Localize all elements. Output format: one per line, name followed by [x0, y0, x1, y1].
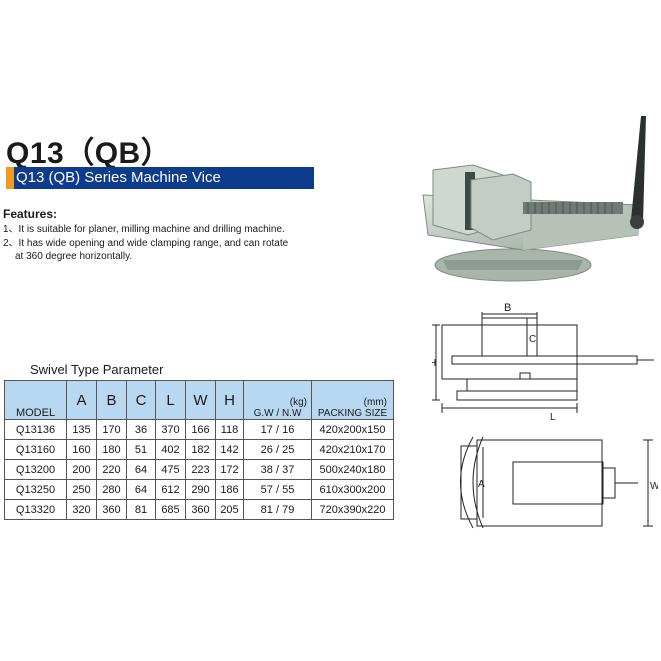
cell-packing: 420x210x170 — [311, 439, 394, 460]
cell-model: Q13250 — [4, 479, 67, 500]
dim-label-a: A — [478, 479, 485, 490]
top-view-drawing: A W — [460, 436, 658, 529]
col-header-l: L — [155, 380, 186, 420]
dim-label-b: B — [504, 302, 511, 314]
cell-a: 200 — [66, 459, 97, 480]
table-row: Q13250 250 280 64 612 290 186 57 / 55 61… — [4, 479, 394, 500]
cell-w: 290 — [185, 479, 216, 500]
col-header-model: MODEL — [4, 380, 67, 420]
cell-a: 160 — [66, 439, 97, 460]
cell-h: 142 — [215, 439, 244, 460]
table-row: Q13160 160 180 51 402 182 142 26 / 25 42… — [4, 439, 394, 460]
cell-c: 81 — [126, 499, 156, 520]
cell-h: 118 — [215, 419, 244, 440]
cell-c: 36 — [126, 419, 156, 440]
weight-unit: (kg) — [289, 397, 307, 408]
parameter-table: MODEL A B C L W H (kg) G.W / N.W (mm) PA… — [4, 380, 394, 520]
cell-l: 612 — [155, 479, 186, 500]
cell-weight: 17 / 16 — [243, 419, 312, 440]
packing-unit: (mm) — [363, 397, 387, 408]
dim-label-c: C — [529, 334, 536, 345]
cell-l: 475 — [155, 459, 186, 480]
cell-c: 64 — [126, 459, 156, 480]
cell-l: 370 — [155, 419, 186, 440]
cell-h: 205 — [215, 499, 244, 520]
feature-item: 1、It is suitable for planer, milling mac… — [3, 224, 285, 235]
col-header-b: B — [96, 380, 127, 420]
cell-model: Q13136 — [4, 419, 67, 440]
cell-weight: 26 / 25 — [243, 439, 312, 460]
cell-b: 180 — [96, 439, 127, 460]
col-header-packing: (mm) PACKING SIZE — [311, 380, 394, 420]
col-header-w: W — [185, 380, 216, 420]
side-view-drawing: B C H L — [432, 302, 654, 423]
cell-a: 135 — [66, 419, 97, 440]
feature-item: at 360 degree horizontally. — [15, 251, 133, 262]
cell-weight: 57 / 55 — [243, 479, 312, 500]
col-header-a: A — [66, 380, 97, 420]
col-header-h: H — [215, 380, 244, 420]
cell-h: 172 — [215, 459, 244, 480]
cell-model: Q13160 — [4, 439, 67, 460]
cell-model: Q13200 — [4, 459, 67, 480]
weight-label: G.W / N.W — [253, 408, 302, 419]
cell-packing: 500x240x180 — [311, 459, 394, 480]
feature-item: 2、It has wide opening and wide clamping … — [3, 237, 289, 249]
table-header-row: MODEL A B C L W H (kg) G.W / N.W (mm) PA… — [4, 380, 394, 420]
features-heading: Features: — [3, 207, 58, 221]
cell-c: 51 — [126, 439, 156, 460]
series-banner: Q13 (QB) Series Machine Vice — [6, 167, 314, 189]
vice-product-photo — [422, 116, 646, 282]
cell-b: 280 — [96, 479, 127, 500]
table-row: Q13320 320 360 81 685 360 205 81 / 79 72… — [4, 499, 394, 520]
packing-label: PACKING SIZE — [317, 408, 388, 419]
cell-packing: 720x390x220 — [311, 499, 394, 520]
cell-weight: 38 / 37 — [243, 459, 312, 480]
cell-b: 170 — [96, 419, 127, 440]
cell-b: 360 — [96, 499, 127, 520]
cell-w: 223 — [185, 459, 216, 480]
cell-packing: 420x200x150 — [311, 419, 394, 440]
cell-w: 166 — [185, 419, 216, 440]
table-caption: Swivel Type Parameter — [30, 362, 164, 377]
col-header-weight: (kg) G.W / N.W — [243, 380, 312, 420]
col-header-c: C — [126, 380, 156, 420]
page-title: Q13（QB） — [6, 137, 172, 170]
features-list: 1、It is suitable for planer, milling mac… — [3, 223, 333, 264]
cell-b: 220 — [96, 459, 127, 480]
cell-a: 250 — [66, 479, 97, 500]
dim-label-w: W — [650, 481, 658, 492]
table-row: Q13200 200 220 64 475 223 172 38 / 37 50… — [4, 459, 394, 480]
cell-h: 186 — [215, 479, 244, 500]
dim-label-h: H — [432, 358, 436, 369]
cell-c: 64 — [126, 479, 156, 500]
cell-l: 402 — [155, 439, 186, 460]
cell-model: Q13320 — [4, 499, 67, 520]
cell-l: 685 — [155, 499, 186, 520]
cell-w: 360 — [185, 499, 216, 520]
cell-packing: 610x300x200 — [311, 479, 394, 500]
cell-a: 320 — [66, 499, 97, 520]
cell-weight: 81 / 79 — [243, 499, 312, 520]
table-row: Q13136 135 170 36 370 166 118 17 / 16 42… — [4, 419, 394, 440]
cell-w: 182 — [185, 439, 216, 460]
dim-label-l: L — [550, 412, 556, 423]
